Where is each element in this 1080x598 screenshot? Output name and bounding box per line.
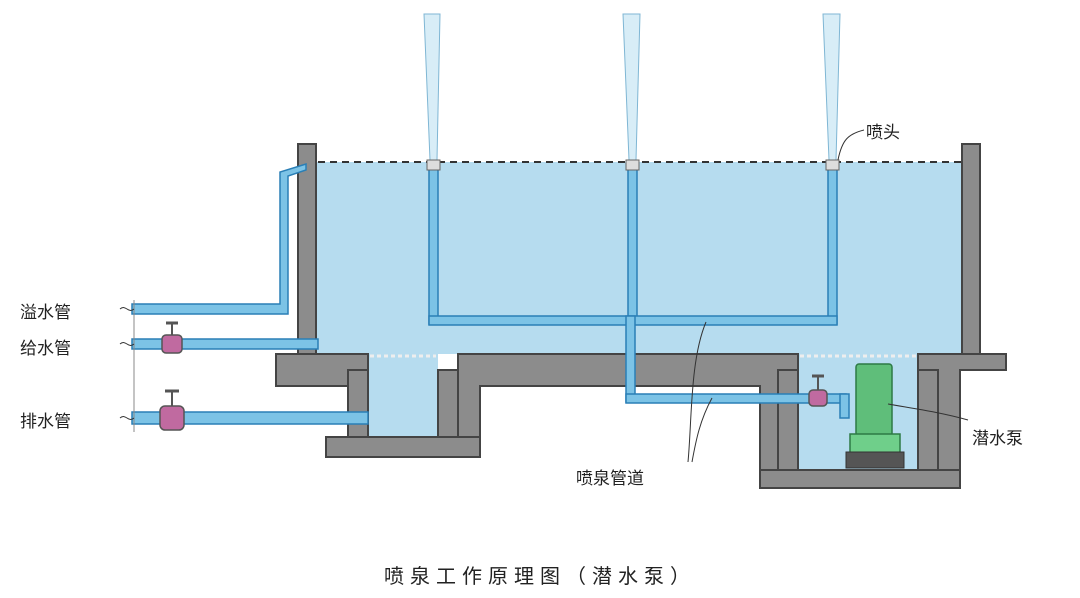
left-sump-wall-l bbox=[347, 369, 369, 438]
sump-water-left bbox=[368, 354, 438, 437]
right-sump-wall-l bbox=[777, 369, 799, 471]
nozzle-riser-3 bbox=[827, 167, 838, 325]
nozzle-riser-2 bbox=[627, 167, 638, 325]
water-jets bbox=[423, 13, 841, 161]
nozzle-leader bbox=[837, 129, 865, 161]
water-jet-3 bbox=[822, 13, 841, 161]
pipes bbox=[131, 162, 850, 425]
drain-valve bbox=[159, 389, 185, 431]
overflow-leader bbox=[119, 307, 135, 311]
nozzle-riser-1 bbox=[428, 167, 439, 325]
drain-leader bbox=[119, 416, 135, 420]
pump-valve bbox=[808, 374, 828, 407]
left-wall bbox=[297, 143, 317, 355]
water-jet-2 bbox=[622, 13, 641, 161]
supply-pipe-label: 给水管 bbox=[20, 339, 71, 359]
submersible-pump bbox=[845, 363, 905, 469]
diagram-caption: 喷泉工作原理图（潜水泵） bbox=[384, 564, 696, 588]
fountain-pipe-label: 喷泉管道 bbox=[576, 469, 644, 489]
submersible-pump-label: 潜水泵 bbox=[972, 429, 1023, 449]
supply-pipe bbox=[131, 338, 319, 350]
fountain-pipe-leader-2 bbox=[691, 397, 713, 463]
pump-feed-up bbox=[839, 393, 850, 419]
right-sump-floor bbox=[759, 469, 961, 489]
water-jet-1 bbox=[423, 13, 441, 161]
drain-pipe bbox=[131, 411, 369, 425]
left-sump-wall-r bbox=[437, 369, 459, 438]
nozzle-1 bbox=[426, 159, 441, 171]
pump-skirt bbox=[849, 433, 901, 455]
valves bbox=[159, 321, 828, 431]
drain-pipe-label: 排水管 bbox=[20, 412, 71, 432]
right-wall bbox=[961, 143, 981, 355]
nozzle-2 bbox=[625, 159, 640, 171]
pump-base bbox=[845, 451, 905, 469]
nozzle-3 bbox=[825, 159, 840, 171]
nozzle-label: 喷头 bbox=[866, 123, 900, 143]
manifold-down bbox=[625, 315, 636, 403]
leader-lines bbox=[119, 129, 969, 463]
overflow-pipe-label: 溢水管 bbox=[20, 303, 71, 323]
overflow-pipe bbox=[131, 162, 307, 315]
concrete-structure bbox=[275, 143, 1007, 489]
left-sump-floor bbox=[325, 436, 481, 458]
pump-leader bbox=[887, 403, 969, 421]
supply-leader bbox=[119, 342, 135, 346]
fountain-pipe-leader-1 bbox=[687, 321, 707, 463]
right-sump-wall-r bbox=[917, 369, 939, 471]
pump-body bbox=[855, 363, 893, 437]
nozzles bbox=[426, 159, 840, 171]
supply-valve bbox=[161, 321, 183, 354]
